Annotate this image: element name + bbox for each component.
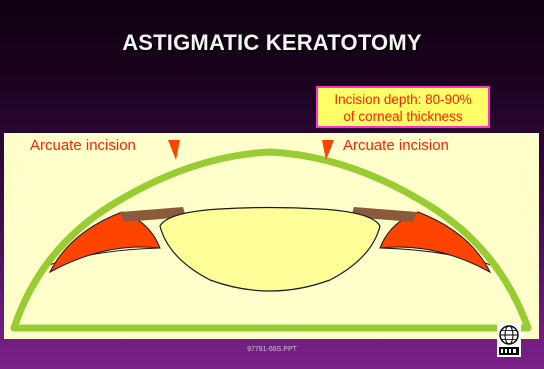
incision-label-left: Arcuate incision (30, 137, 136, 154)
lens (160, 208, 380, 292)
incision-label-right: Arcuate incision (343, 137, 449, 154)
incision-marker-left (168, 140, 180, 160)
globe-icon (497, 323, 521, 357)
slide-id: 97781-66S.PPT (0, 346, 544, 353)
